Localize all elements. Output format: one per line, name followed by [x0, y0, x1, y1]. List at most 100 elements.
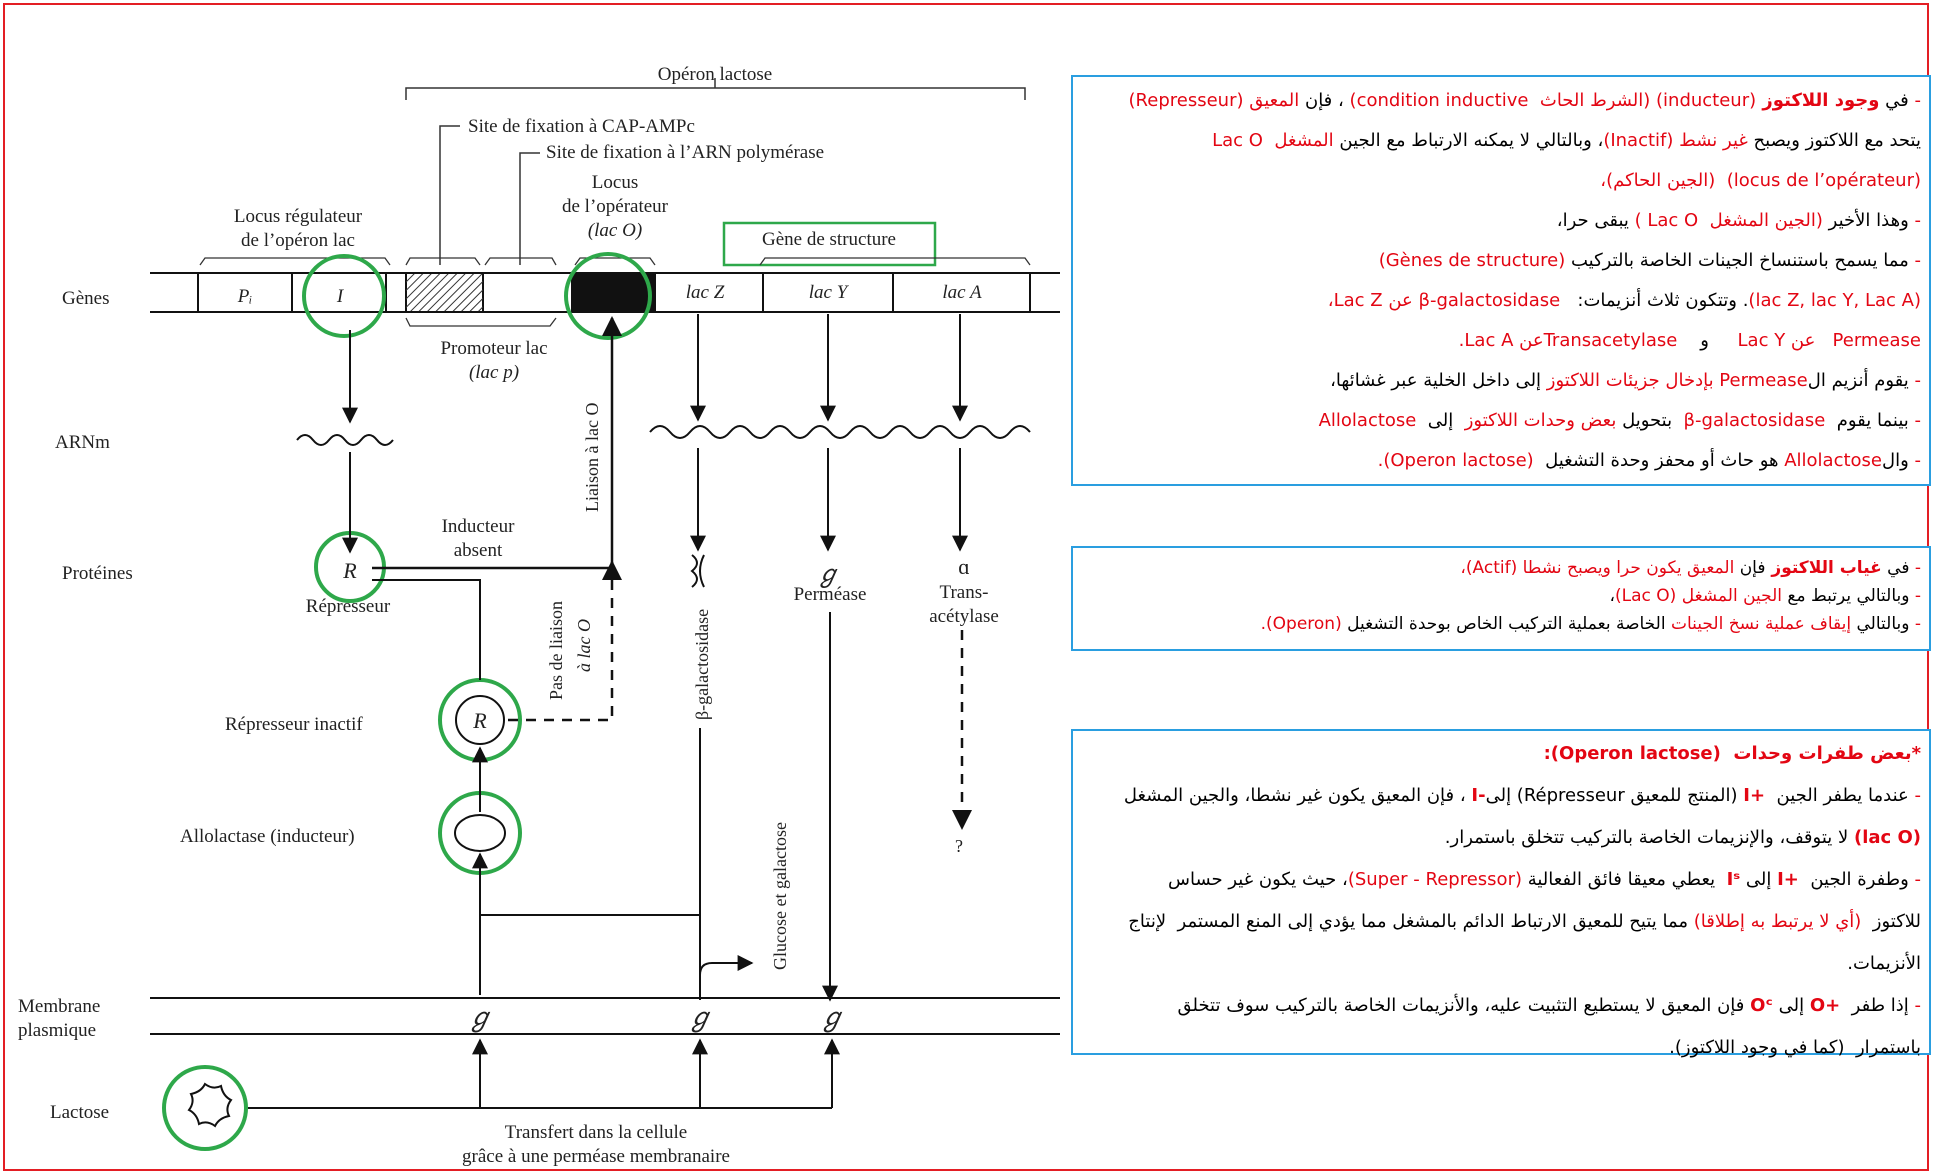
gene-lacy-label: lac Y [809, 282, 850, 303]
panel1-text-segment: (Gènes de structure) [1378, 250, 1566, 271]
panel2-text-segment: في [1881, 558, 1915, 578]
operon-brace [405, 78, 1026, 100]
promoteur-label-2: (lac p) [469, 362, 519, 383]
panel2-line: - وبالتالي إيقاف عملية نسخ الجينات الخاص… [1073, 610, 1929, 638]
arrow-bgal-to-glucose [699, 955, 754, 995]
panel1-line: Permease عن Lac Y و Transacetylaseعن Lac… [1073, 321, 1929, 361]
panel1-text-segment: في [1879, 90, 1915, 111]
panel1-line: يتحد مع اللاكتوز ويصبح غير نشط (Inactif)… [1073, 121, 1929, 161]
panel3-line: *بعض طفرات وحدات (Operon lactose): [1073, 733, 1929, 775]
circle-lactose [162, 1065, 248, 1151]
bgal-label: β-galactosidase [692, 609, 712, 720]
glucose-galactose-label: Glucose et galactose [770, 822, 790, 970]
panel1-text-segment: غير نشط [1673, 130, 1748, 151]
panel1-line: - يقوم أنزيم الPermease بإدخال جزيئات ال… [1073, 361, 1929, 401]
unknown-product-label: ? [955, 836, 963, 856]
gene-lacz-label: lac Z [686, 282, 725, 303]
panel1-text-segment: - [1914, 450, 1922, 471]
row-label-membrane-1: Membrane [18, 996, 100, 1017]
panel1-line: - وهذا الأخير (الجين المشغل Lac O ) يبقى… [1073, 201, 1929, 241]
row-label-arnm: ARNm [55, 432, 110, 453]
panel3-text-segment: -I [1471, 785, 1486, 806]
panel2-line: - وبالتالي يرتبط مع الجين المشغل (Lac O)… [1073, 582, 1929, 610]
transfert-label-1: Transfert dans la cellule [505, 1122, 687, 1143]
panel2-text-segment: غياب اللاكتوز [1765, 558, 1882, 578]
promoter-upper-brace [405, 257, 557, 266]
panel2-text-segment: الخاصة بعملية التركيب الخاص بوحدة التشغي… [1341, 614, 1666, 634]
panel3-text-segment: *بعض طفرات وحدات [1720, 743, 1921, 764]
panel2-text-segment: إيقاف عملية نسخ الجينات [1665, 614, 1852, 634]
panel1-text-segment: (Operon lactose). [1377, 450, 1534, 471]
panel3-text-segment: مما يتيح للمعيق الارتباط الدائم بالمشغل … [1128, 911, 1694, 932]
panel3-text-segment: ، حيث يكون غير حساس [1167, 869, 1348, 890]
panel2-text-segment: وبالتالي [1851, 614, 1915, 634]
panel3-text-segment: (Operon lactose) [1550, 743, 1721, 764]
panel2-text-segment: - [1914, 586, 1921, 606]
panel3-text-segment: (lac O) [1853, 827, 1921, 848]
lactose-transport-lines [248, 1040, 833, 1109]
panel3-text-segment: - [1914, 785, 1922, 806]
inducteur-absent-label-1: Inducteur [442, 516, 515, 537]
panel1-text-segment: بينما يقوم [1825, 410, 1915, 431]
liaison-lac-o-label: Liaison à lac O [582, 403, 602, 512]
panel1-text-segment: Permease [1719, 370, 1808, 391]
permease-label: Perméase [794, 584, 867, 605]
panel2-text-segment: (Operon). [1260, 614, 1342, 634]
panel1-text-segment: يبقى حرا، [1556, 210, 1629, 231]
panel1-text-segment: (inducteur) [1650, 90, 1757, 111]
panel3-text-segment: الأنزيمات. [1847, 953, 1921, 974]
panel3-text-segment: (المنتج للمعيق Répresseur) إلى [1485, 785, 1744, 806]
panel1-text-segment: بتحويل [1616, 410, 1678, 431]
panel1-text-segment: β-galactosidase عن Lac Z، [1327, 290, 1561, 311]
panel3-text-segment: - [1914, 995, 1922, 1016]
panel3-text-segment: +I [1743, 785, 1766, 806]
panel1-text-segment: Allolactose [1318, 410, 1417, 431]
panel3-line: الأنزيمات. [1073, 943, 1929, 985]
circle-operator [564, 252, 652, 340]
repression-explanation-panel: - في غياب اللاكتوز فإن المعيق يكون حرا و… [1071, 546, 1931, 651]
lac-operon-diagram: Opéron lactose Site de fixation à CAP-AM… [18, 64, 1060, 1167]
cap-site-hatched [406, 274, 483, 311]
row-label-membrane-2: plasmique [18, 1020, 96, 1041]
mrna-structural-wave [649, 425, 1031, 439]
panel2-text-segment: - [1914, 614, 1921, 634]
panel3-text-segment: (أي لا يرتبط به إطلاقا) [1693, 911, 1862, 932]
transacetylase-symbol: ɑ [958, 554, 970, 579]
panel3-text-segment: Oᶜ [1750, 995, 1773, 1016]
panel1-text-segment: (Represseur) [1128, 90, 1244, 111]
repressor-inactive-shape [455, 695, 505, 745]
panel1-text-segment: ، فإن [1299, 90, 1344, 111]
locus-regulateur-label-1: Locus régulateur [234, 206, 363, 227]
inducteur-absent-label-2: absent [454, 540, 503, 561]
panel1-line: - بينما يقوم β-galactosidase بتحويل بعض … [1073, 401, 1929, 441]
panel3-text-segment: للاكتوز [1861, 911, 1921, 932]
panel1-text-segment: - [1914, 410, 1922, 431]
pas-de-liaison-label-2: à lac O [574, 619, 594, 672]
panel1-line: - والAllolactose هو حاث أو محفز وحدة الت… [1073, 441, 1929, 481]
panel3-text-segment: : [1543, 743, 1551, 764]
membrane-permease-3: ℊ [819, 1003, 845, 1033]
panel1-text-segment: Permease عن Lac Y [1737, 330, 1921, 351]
regulator-brace [199, 257, 391, 266]
allolactase-branch [480, 914, 701, 940]
pas-de-liaison-label-1: Pas de liaison [546, 601, 566, 700]
gene-i-label: I [336, 286, 345, 307]
panel1-text-segment: المشغل Lac O [1212, 130, 1334, 151]
panel1-text-segment: (lac Z, lac Y, Lac A) [1748, 290, 1921, 311]
locus-regulateur-label-2: de l’opéron lac [241, 230, 355, 251]
panel3-line: للاكتوز (أي لا يرتبط به إطلاقا) مما يتيح… [1073, 901, 1929, 943]
panel1-text-segment: و [1677, 330, 1738, 351]
gene-structure-label: Gène de structure [762, 229, 896, 250]
panel2-text-segment: المعيق يكون حرا ويصبح نشطا (Actif)، [1460, 558, 1735, 578]
panel1-line: - في وجود اللاكتوز (inducteur) (الشرط ال… [1073, 81, 1929, 121]
row-label-genes: Gènes [62, 288, 109, 309]
panel1-text-segment: (Inactif) [1603, 130, 1674, 151]
panel3-text-segment: لا يتوقف، والإنزيمات الخاصة بالتركيب تتخ… [1444, 827, 1854, 848]
rna-pol-site-label: Site de fixation à l’ARN polymérase [546, 142, 824, 163]
panel3-line: - عندما يطفر الجين +I (المنتج للمعيق Rép… [1073, 775, 1929, 817]
panel1-text-segment: هو حاث أو محفز وحدة التشغيل [1533, 450, 1785, 471]
cap-site-bracket [439, 125, 460, 265]
rna-pol-site-bracket [519, 152, 540, 265]
panel3-text-segment: إلى [1772, 995, 1810, 1016]
panel1-line: (locus de l’opérateur) (الجين الحاكم)، [1073, 161, 1929, 201]
